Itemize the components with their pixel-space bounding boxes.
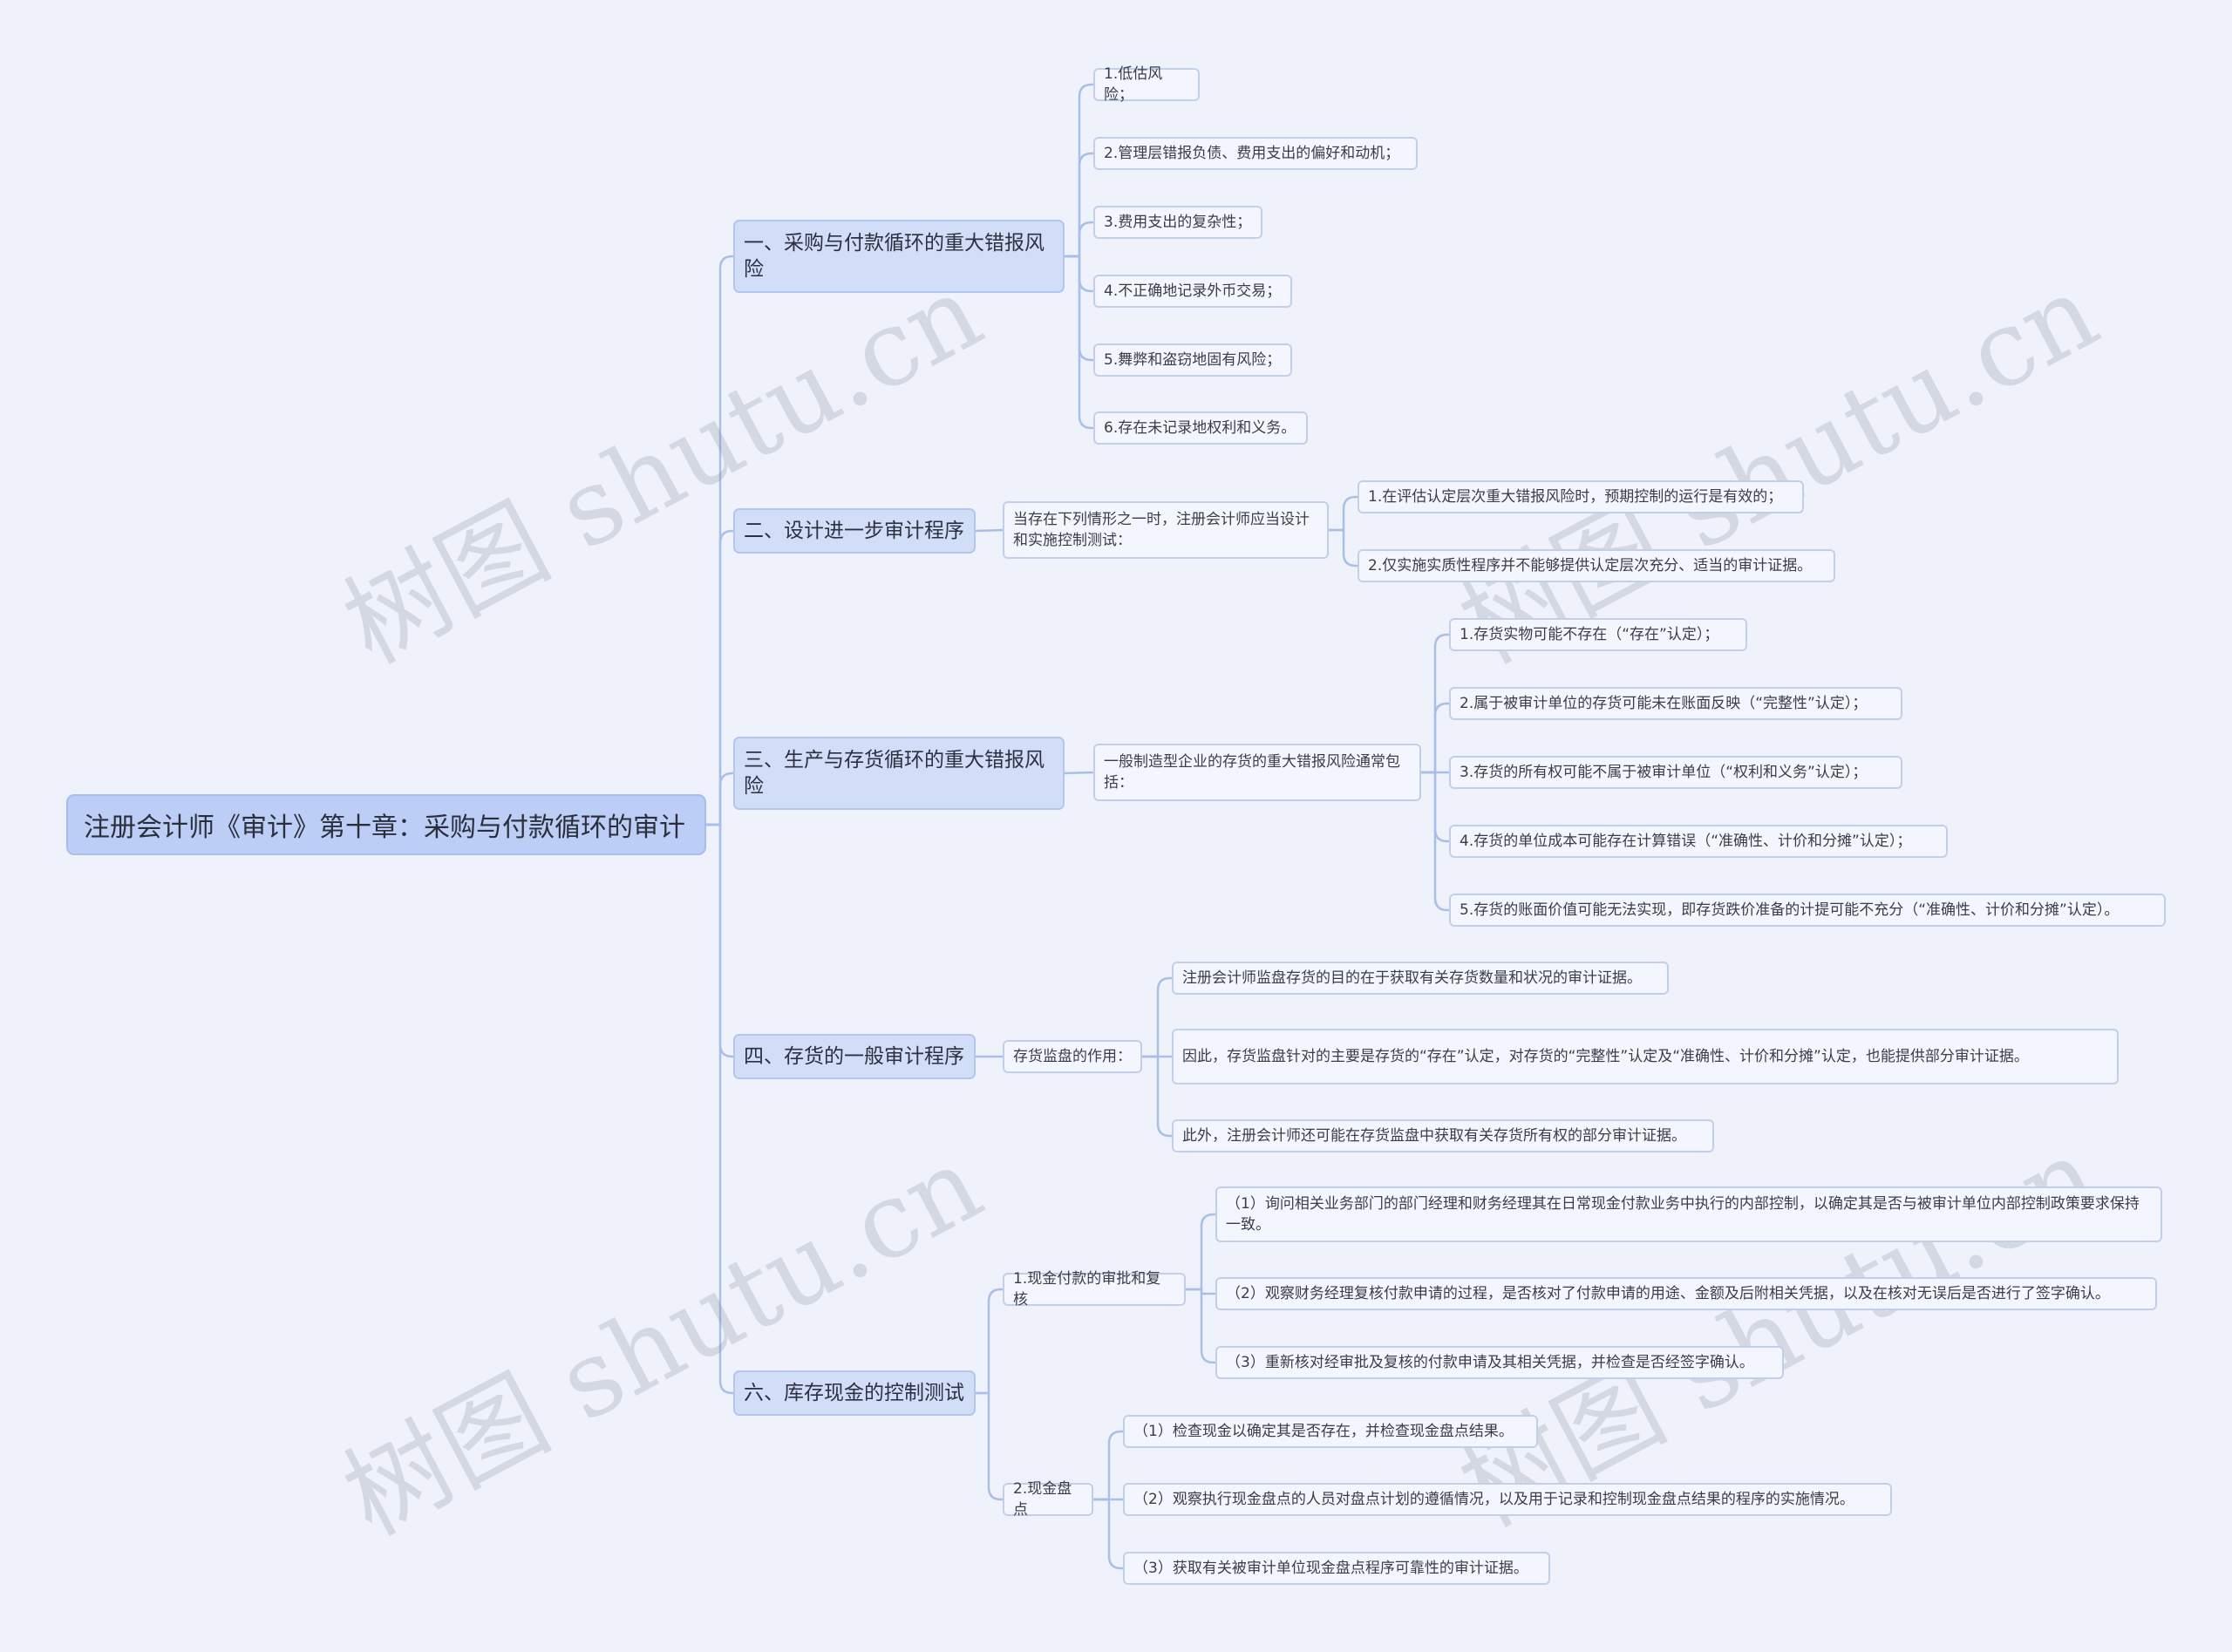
connector-3 xyxy=(706,772,733,826)
b3-item-5[interactable]: 5.存货的账面价值可能无法实现，即存货跌价准备的计提可能不充分（“准确性、计价和… xyxy=(1449,894,2166,927)
b4-intro[interactable]: 存货监盘的作用： xyxy=(1003,1040,1142,1073)
branch-6-topic[interactable]: 六、库存现金的控制测试 xyxy=(733,1370,976,1416)
b3-item-4[interactable]: 4.存货的单位成本可能存在计算错误（“准确性、计价和分摊”认定）； xyxy=(1449,825,1948,858)
b3-item-3[interactable]: 3.存货的所有权可能不属于被审计单位（“权利和义务”认定）； xyxy=(1449,756,1902,789)
root-topic[interactable]: 注册会计师《审计》第十章：采购与付款循环的审计 xyxy=(66,794,706,855)
b1-item-5[interactable]: 5.舞弊和盗窃地固有风险； xyxy=(1093,343,1292,377)
connector-5 xyxy=(706,823,733,1395)
connector-32 xyxy=(1093,1498,1123,1570)
b2-item-2[interactable]: 2.仅实施实质性程序并不能够提供认定层次充分、适当的审计证据。 xyxy=(1358,549,1835,582)
b6-group-2[interactable]: 2.现金盘点 xyxy=(1003,1480,1093,1519)
connector-27 xyxy=(1186,1213,1215,1291)
connector-8 xyxy=(1065,221,1093,258)
b2-intro[interactable]: 当存在下列情形之一时，注册会计师应当设计和实施控制测试： xyxy=(1003,501,1329,559)
b3-item-2[interactable]: 2.属于被审计单位的存货可能未在账面反映（“完整性”认定）； xyxy=(1449,687,1902,720)
branch-2-topic[interactable]: 二、设计进一步审计程序 xyxy=(733,508,976,554)
connector-6 xyxy=(1065,83,1093,258)
connector-7 xyxy=(1065,152,1093,258)
b2-item-1[interactable]: 1.在评估认定层次重大错报风险时，预期控制的运行是有效的； xyxy=(1358,480,1804,513)
connector-29 xyxy=(1186,1288,1215,1364)
connector-15 xyxy=(1064,771,1094,775)
b3-intro[interactable]: 一般制造型企业的存货的重大错报风险通常包括： xyxy=(1093,744,1421,801)
b6-g1-item-3[interactable]: （3）重新核对经审批及复核的付款申请及其相关凭据，并检查是否经签字确认。 xyxy=(1215,1346,1784,1379)
branch-1-topic[interactable]: 一、采购与付款循环的重大错报风险 xyxy=(733,220,1065,293)
b6-g2-item-1[interactable]: （1）检查现金以确定其是否存在，并检查现金盘点结果。 xyxy=(1123,1415,1538,1448)
b1-item-3[interactable]: 3.费用支出的复杂性； xyxy=(1093,206,1262,239)
connector-14 xyxy=(1329,528,1358,568)
b6-g2-item-2[interactable]: （2）观察执行现金盘点的人员对盘点计划的遵循情况，以及用于记录和控制现金盘点结果… xyxy=(1123,1483,1892,1516)
connector-25 xyxy=(976,1288,1003,1395)
b4-item-2[interactable]: 因此，存货监盘针对的主要是存货的“存在”认定，对存货的“完整性”认定及“准确性、… xyxy=(1172,1029,2119,1084)
connector-26 xyxy=(976,1391,1003,1501)
connector-13 xyxy=(1329,495,1358,532)
connector-12 xyxy=(975,528,1004,533)
root-topic-label: 注册会计师《审计》第十章：采购与付款循环的审计 xyxy=(84,812,685,843)
connector-16 xyxy=(1421,633,1449,774)
branch-3-topic[interactable]: 三、生产与存货循环的重大错报风险 xyxy=(733,737,1065,810)
connector-22 xyxy=(1142,976,1172,1058)
connector-24 xyxy=(1142,1055,1172,1138)
b1-item-6[interactable]: 6.存在未记录地权利和义务。 xyxy=(1093,411,1308,445)
connector-2 xyxy=(706,529,733,826)
connector-1 xyxy=(706,255,733,826)
connector-30 xyxy=(1093,1430,1123,1501)
b3-item-1[interactable]: 1.存货实物可能不存在（“存在”认定）； xyxy=(1449,618,1747,651)
connector-17 xyxy=(1421,702,1449,774)
branch-4-topic[interactable]: 四、存货的一般审计程序 xyxy=(733,1034,976,1079)
b1-item-4[interactable]: 4.不正确地记录外币交易； xyxy=(1093,275,1292,308)
b4-item-3[interactable]: 此外，注册会计师还可能在存货监盘中获取有关存货所有权的部分审计证据。 xyxy=(1172,1119,1714,1152)
b6-g1-item-1[interactable]: （1）询问相关业务部门的部门经理和财务经理其在日常现金付款业务中执行的内部控制，… xyxy=(1215,1186,2162,1242)
b1-item-2[interactable]: 2.管理层错报负债、费用支出的偏好和动机； xyxy=(1093,137,1418,170)
b4-item-1[interactable]: 注册会计师监盘存货的目的在于获取有关存货数量和状况的审计证据。 xyxy=(1172,962,1669,995)
b6-g1-item-2[interactable]: （2）观察财务经理复核付款申请的过程，是否核对了付款申请的用途、金额及后附相关凭… xyxy=(1215,1277,2157,1310)
b6-group-1[interactable]: 1.现金付款的审批和复核 xyxy=(1003,1270,1186,1309)
b1-item-1[interactable]: 1.低估风险； xyxy=(1093,65,1200,104)
connector-20 xyxy=(1421,771,1449,912)
b6-g2-item-3[interactable]: （3）获取有关被审计单位现金盘点程序可靠性的审计证据。 xyxy=(1123,1552,1550,1585)
connector-11 xyxy=(1065,255,1093,430)
